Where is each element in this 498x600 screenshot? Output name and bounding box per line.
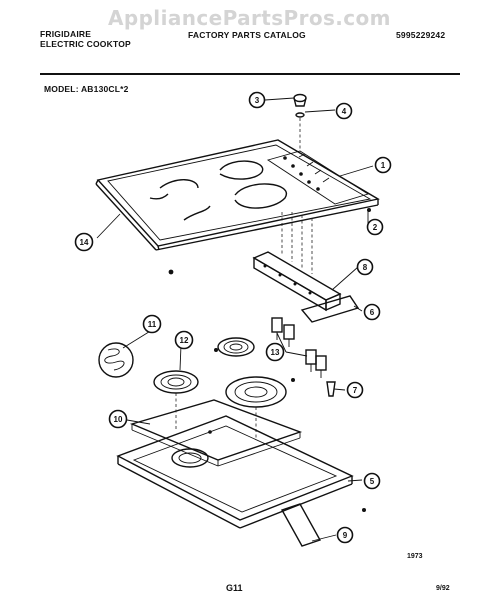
model-label: MODEL: AB130CL*2 <box>44 84 129 94</box>
callout-5: 5 <box>363 472 381 490</box>
callout-label: 8 <box>363 263 368 272</box>
callout-label: 2 <box>373 223 378 232</box>
revision-date: 9/92 <box>436 585 450 592</box>
callout-1: 1 <box>374 156 392 174</box>
surface-elements <box>153 337 287 468</box>
drawing-code: 1973 <box>407 553 423 560</box>
page-number: G11 <box>226 583 243 593</box>
knob-small <box>326 381 336 397</box>
callout-label: 13 <box>271 348 280 357</box>
callout-label: 6 <box>370 308 375 317</box>
callout-label: 9 <box>343 531 348 540</box>
screws <box>168 208 371 512</box>
callout-label: 4 <box>342 107 347 116</box>
callout-label: 14 <box>80 238 89 247</box>
callout-12: 12 <box>174 330 194 350</box>
callout-label: 12 <box>180 336 189 345</box>
control-bracket <box>252 212 342 312</box>
catalog-number: 5995229242 <box>396 30 446 40</box>
callout-label: 10 <box>114 415 123 424</box>
bottom-panel <box>280 503 322 547</box>
catalog-title: FACTORY PARTS CATALOG <box>188 30 306 40</box>
cooktop-glass-top <box>95 139 380 251</box>
callout-7: 7 <box>346 381 364 399</box>
callout-6: 6 <box>363 303 381 321</box>
spring-clip <box>98 342 134 378</box>
callout-3: 3 <box>248 91 266 109</box>
callout-9: 9 <box>336 526 354 544</box>
callout-14: 14 <box>74 232 94 252</box>
callout-label: 1 <box>381 161 386 170</box>
callout-11: 11 <box>142 314 162 334</box>
brand-line-2: ELECTRIC COOKTOP <box>40 39 131 49</box>
callout-13: 13 <box>265 342 285 362</box>
callout-label: 11 <box>148 320 157 329</box>
header-rule <box>40 73 460 75</box>
callout-10: 10 <box>108 409 128 429</box>
callout-label: 3 <box>255 96 260 105</box>
callout-label: 7 <box>353 386 358 395</box>
callout-label: 5 <box>370 477 375 486</box>
knob-and-washer <box>293 93 307 150</box>
callout-4: 4 <box>335 102 353 120</box>
callout-8: 8 <box>356 258 374 276</box>
brand-line-1: FRIGIDAIRE <box>40 29 92 39</box>
element-tray <box>129 393 303 467</box>
infinite-switches <box>271 317 327 378</box>
callout-2: 2 <box>366 218 384 236</box>
leader-lines <box>96 97 374 542</box>
watermark: AppliancePartsPros.com <box>108 6 391 30</box>
